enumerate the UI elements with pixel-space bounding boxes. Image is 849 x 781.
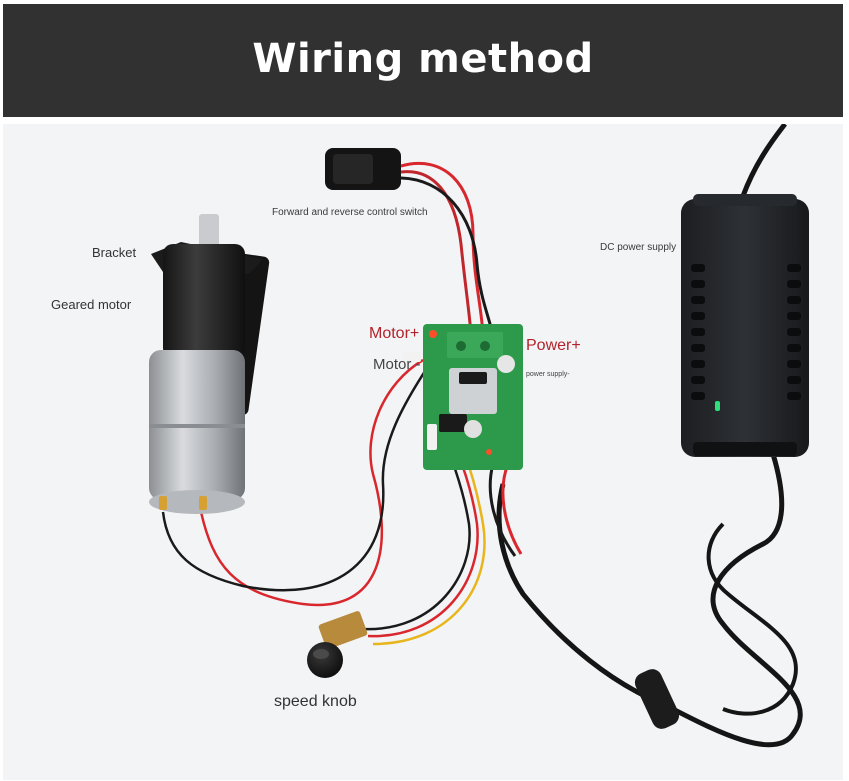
label-motor-minus: Motor - bbox=[373, 356, 421, 373]
motor-wire-red bbox=[199, 358, 424, 607]
title-banner: Wiring method bbox=[3, 4, 843, 117]
psu-bottom-cable bbox=[496, 453, 803, 748]
label-dc-power: DC power supply bbox=[600, 242, 677, 253]
wiring-photo: Forward and reverse control switch Brack… bbox=[3, 124, 843, 780]
switch-wire-red bbox=[400, 161, 485, 335]
switch-wire-black bbox=[400, 176, 495, 337]
speed-knob-potentiometer bbox=[307, 611, 368, 678]
wiring-illustration bbox=[149, 124, 809, 748]
dc-power-supply bbox=[681, 194, 809, 457]
psu-cable-ferrite bbox=[634, 669, 680, 729]
label-power-minus: power supply- bbox=[526, 371, 570, 378]
motor-wire-black bbox=[161, 361, 433, 592]
geared-motor bbox=[149, 214, 270, 514]
label-power-plus: Power+ bbox=[526, 337, 581, 354]
psu-top-cable bbox=[740, 124, 787, 197]
label-bracket: Bracket bbox=[92, 245, 137, 260]
label-switch: Forward and reverse control switch bbox=[272, 207, 428, 218]
banner-title: Wiring method bbox=[252, 35, 594, 82]
label-speed-knob: speed knob bbox=[274, 693, 357, 710]
direction-switch bbox=[325, 148, 401, 190]
controller-board bbox=[403, 324, 523, 470]
switch-wire-red-2 bbox=[400, 170, 473, 335]
psu-loop-cable bbox=[706, 522, 798, 716]
label-motor-plus: Motor+ bbox=[369, 325, 420, 342]
label-geared-motor: Geared motor bbox=[51, 297, 132, 312]
